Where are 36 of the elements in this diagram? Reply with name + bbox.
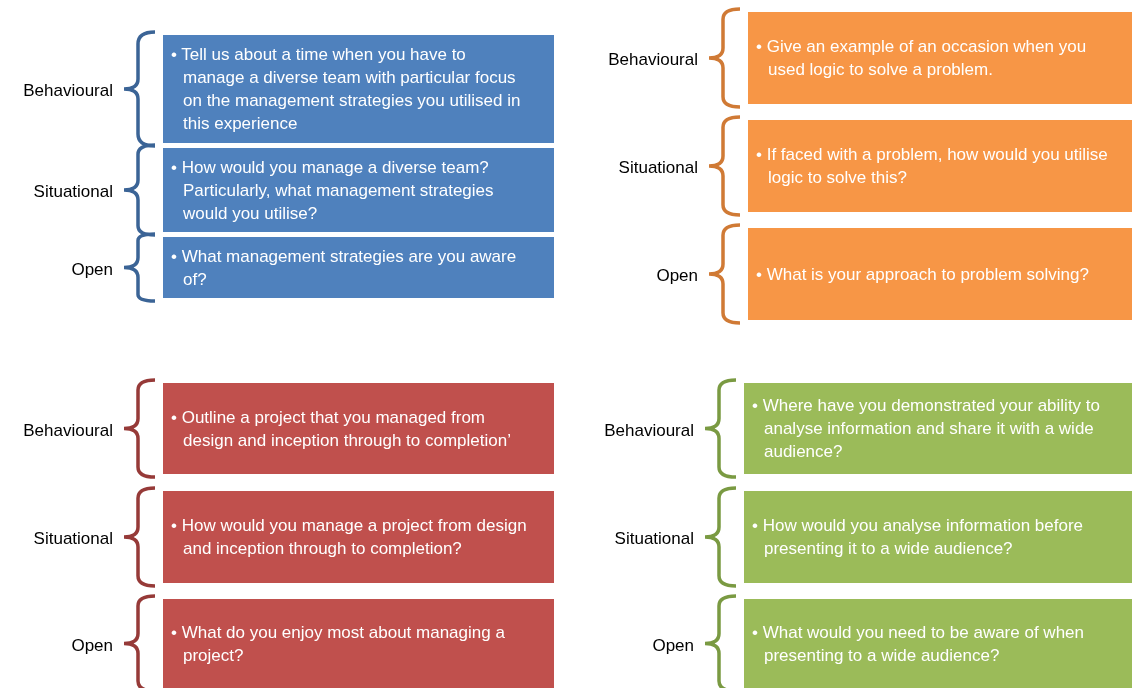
question-box bbox=[748, 12, 1132, 104]
question-type-label: Behavioural bbox=[604, 419, 694, 442]
question-type-label: Open bbox=[71, 634, 113, 657]
question-text: • How would you manage a project from design and inception through to completion? bbox=[171, 515, 528, 560]
question-type-label: Behavioural bbox=[23, 80, 113, 102]
question-text: • What is your approach to problem solving? bbox=[756, 263, 1090, 286]
question-box bbox=[163, 237, 554, 298]
question-text: • What do you enjoy most about managing a project? bbox=[171, 621, 506, 667]
question-box bbox=[163, 35, 554, 143]
question-type-label: Open bbox=[71, 258, 113, 281]
question-type-label: Open bbox=[656, 265, 698, 287]
question-text: • What would you need to be aware of when presenting to a wide audience? bbox=[752, 621, 1085, 667]
question-text: • Where have you demonstrated your ability to analyse information and share it with a wide audience? bbox=[752, 395, 1102, 463]
question-box bbox=[163, 491, 554, 583]
question-box bbox=[744, 383, 1132, 474]
question-type-label: Open bbox=[652, 634, 694, 657]
question-type-label: Situational bbox=[614, 528, 694, 550]
question-box bbox=[748, 120, 1132, 212]
question-text: • How would you analyse information before presenting it to a wide audience? bbox=[752, 515, 1085, 560]
question-box bbox=[163, 599, 554, 688]
question-type-label: Situational bbox=[618, 157, 698, 179]
question-type-label: Situational bbox=[33, 181, 113, 203]
question-box bbox=[163, 383, 554, 474]
question-text: • What management strategies are you aware of? bbox=[171, 245, 518, 291]
question-text: • Tell us about a time when you have to manage a diverse team with particular focus on the management strategies you utilised in this experience bbox=[171, 44, 522, 135]
question-box bbox=[744, 599, 1132, 688]
question-type-label: Situational bbox=[33, 528, 113, 550]
question-type-label: Behavioural bbox=[23, 419, 113, 442]
question-type-label: Behavioural bbox=[608, 49, 698, 71]
question-text: • Outline a project that you managed from design and inception through to completion’ bbox=[171, 406, 512, 452]
question-box bbox=[163, 148, 554, 232]
question-box bbox=[748, 228, 1132, 320]
question-text: • If faced with a problem, how would you utilise logic to solve this? bbox=[756, 144, 1108, 189]
question-box bbox=[744, 491, 1132, 583]
question-text: • Give an example of an occasion when you used logic to solve a problem. bbox=[756, 36, 1088, 81]
question-text: • How would you manage a diverse team? Particularly, what management strategies would you utilise? bbox=[171, 156, 495, 225]
